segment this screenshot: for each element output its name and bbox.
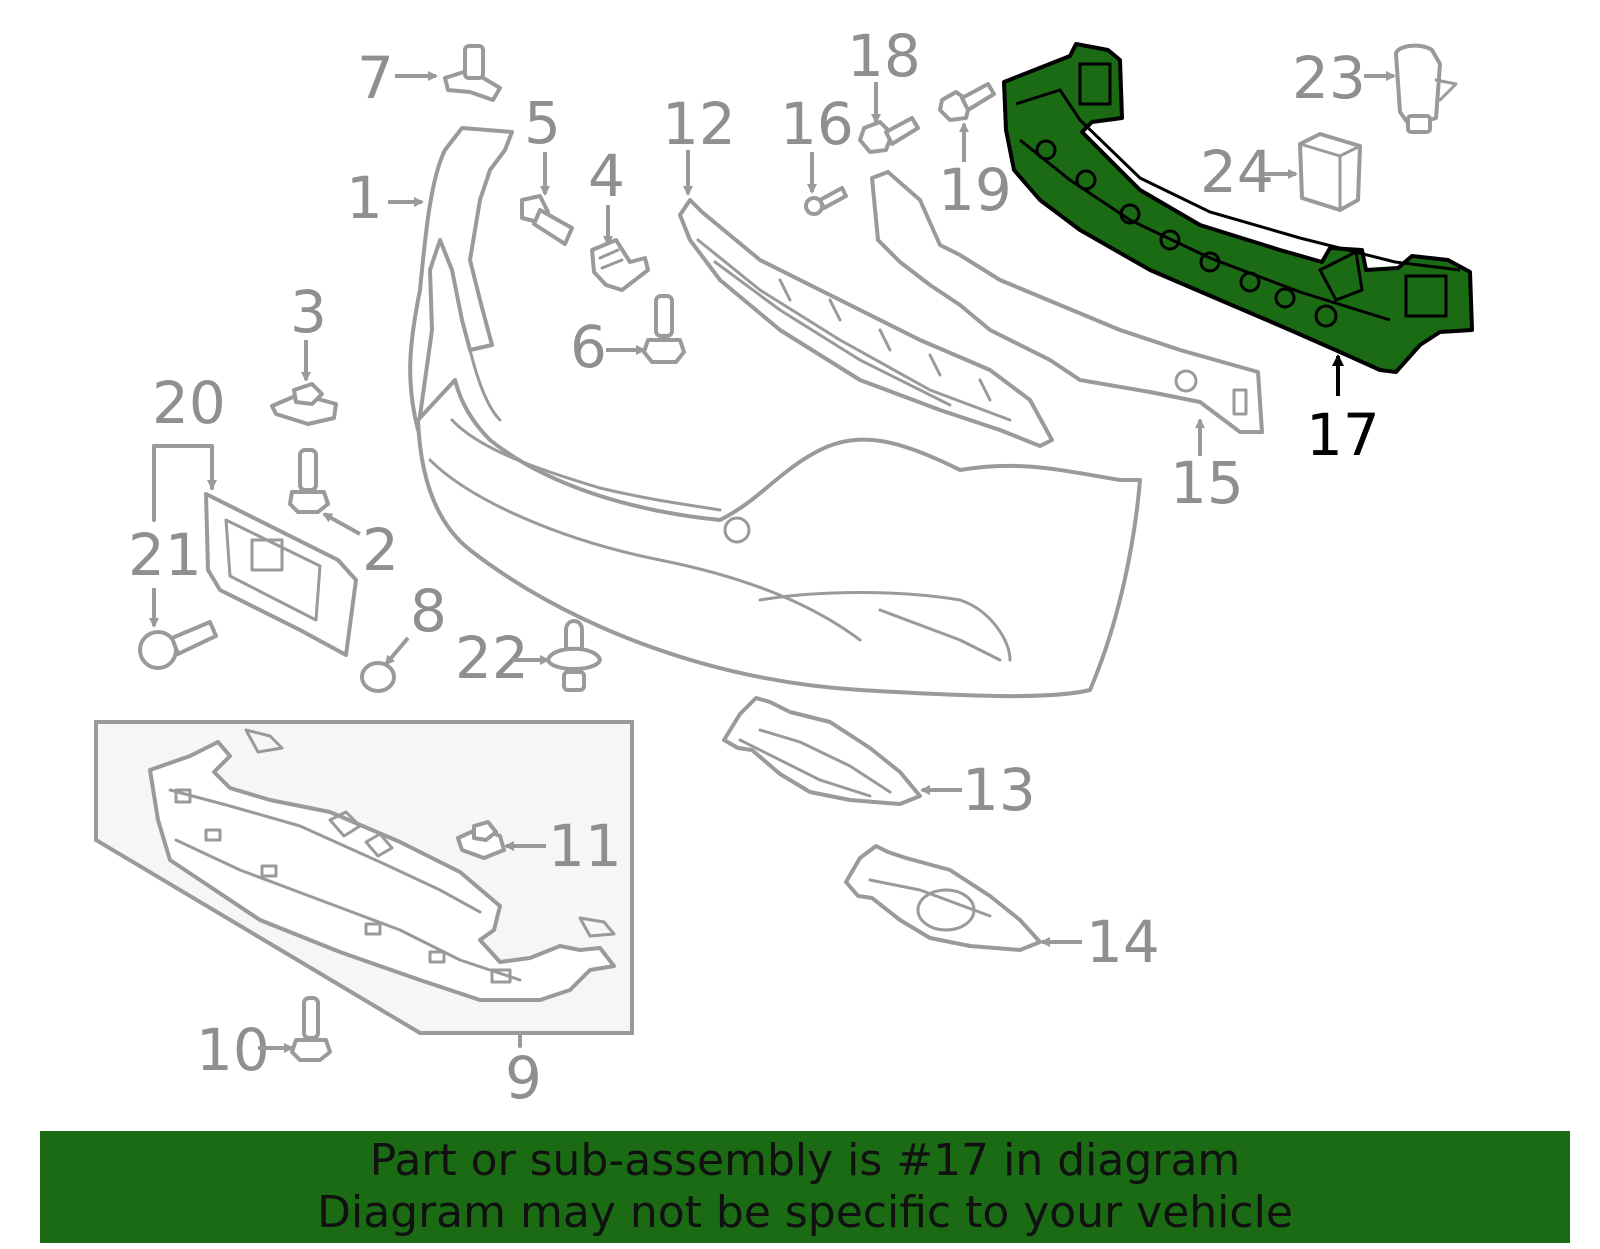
label-2: 2 [362,516,399,584]
label-17: 17 [1306,401,1380,469]
energy-absorber-part-15 [870,170,1264,434]
info-banner: Part or sub-assembly is #17 in diagram D… [40,1131,1570,1243]
pin-part-16 [804,186,848,216]
label-14: 14 [1086,908,1160,976]
label-20: 20 [152,369,226,437]
label-16: 16 [780,90,854,158]
bracket-part-4 [590,238,650,292]
bolt-part-10 [290,996,332,1062]
label-12: 12 [662,90,736,158]
label-19: 19 [938,156,1012,224]
label-1: 1 [346,164,383,232]
bolt-part-6 [642,294,686,364]
grille-part-12 [678,198,1054,448]
label-6: 6 [570,313,607,381]
bolt-part-18 [858,116,920,154]
sensor-cover-part-24 [1298,132,1362,212]
label-24: 24 [1200,138,1274,206]
label-9: 9 [505,1044,542,1112]
fog-bezel-part-13 [722,696,922,806]
label-10: 10 [196,1016,270,1084]
label-5: 5 [524,89,561,157]
clip-part-7 [443,44,502,102]
label-8: 8 [410,577,447,645]
label-7: 7 [357,44,394,112]
reinforcement-beam-part-17 [1002,42,1474,374]
label-15: 15 [1170,449,1244,517]
sensor-part-23 [1394,43,1458,134]
under-cover-assembly-part-9 [94,720,634,1035]
bolt-part-2 [288,448,330,514]
screw-part-5 [520,194,574,246]
license-bracket-part-20 [204,492,358,657]
push-clip-part-22 [546,619,602,692]
bumper-cover-part [408,126,1142,699]
label-21: 21 [128,521,202,589]
label-13: 13 [962,756,1036,824]
label-3: 3 [290,278,327,346]
fog-bezel-part-14 [844,844,1042,952]
nut-part-3 [270,382,338,426]
label-4: 4 [588,142,625,210]
label-23: 23 [1292,44,1366,112]
screw-part-21 [138,620,218,670]
grommet-part-8 [360,661,396,693]
bolt-part-19 [938,82,996,122]
label-18: 18 [847,22,921,90]
banner-line-1: Part or sub-assembly is #17 in diagram [369,1135,1241,1186]
banner-line-2: Diagram may not be specific to your vehi… [317,1187,1293,1238]
label-11: 11 [548,812,622,880]
